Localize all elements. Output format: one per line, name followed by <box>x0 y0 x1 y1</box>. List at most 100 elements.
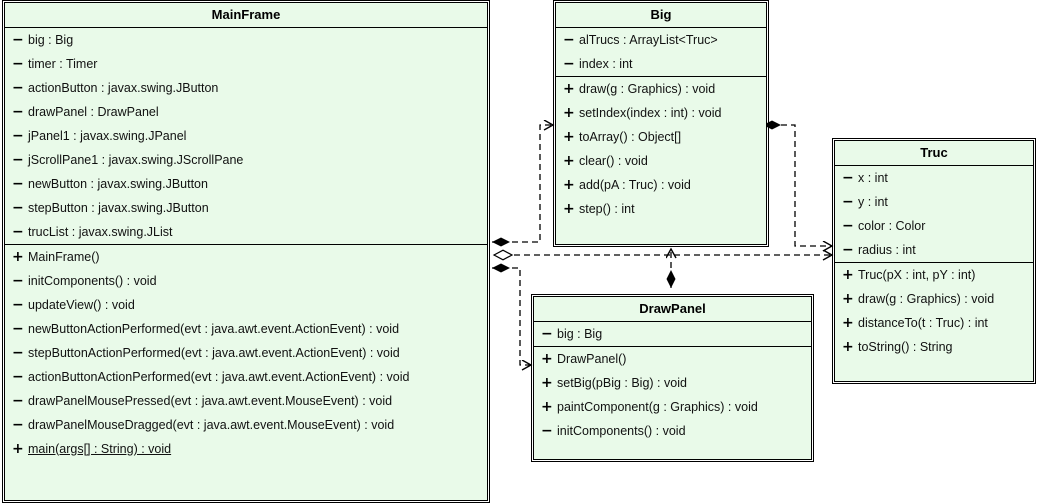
class-member[interactable]: + clear() : void <box>556 149 766 173</box>
class-member[interactable]: +draw(g : Graphics) : void <box>835 287 1033 311</box>
class-member[interactable]: −color : Color <box>835 214 1033 238</box>
class-member-label: updateView() : void <box>28 297 135 312</box>
class-title-drawpanel: DrawPanel <box>534 297 811 322</box>
class-member[interactable]: −big : Big <box>534 322 811 346</box>
attributes-compartment-truc: −x : int−y : int−color : Color−radius : … <box>835 166 1033 263</box>
class-member[interactable]: +toString() : String <box>835 335 1033 359</box>
class-member[interactable]: −jPanel1 : javax.swing.JPanel <box>5 124 487 148</box>
class-member[interactable]: +paintComponent(g : Graphics) : void <box>534 395 811 419</box>
relation-big-truc <box>763 120 832 247</box>
class-member-label: clear() : void <box>579 153 648 168</box>
class-member[interactable]: + step() : int <box>556 197 766 221</box>
class-member-label: step() : int <box>579 201 635 216</box>
class-member[interactable]: +distanceTo(t : Truc) : int <box>835 311 1033 335</box>
class-member-label: distanceTo(t : Truc) : int <box>858 315 988 330</box>
class-member[interactable]: −actionButtonActionPerformed(evt : java.… <box>5 365 487 389</box>
class-member[interactable]: −y : int <box>835 190 1033 214</box>
class-member[interactable]: +toArray() : Object[] <box>556 125 766 149</box>
visibility-public-icon: + <box>12 249 24 265</box>
class-member-label: y : int <box>858 194 888 209</box>
class-title-truc: Truc <box>835 141 1033 166</box>
class-box-truc[interactable]: Truc −x : int−y : int−color : Color−radi… <box>832 138 1036 384</box>
class-member[interactable]: −updateView() : void <box>5 293 487 317</box>
visibility-public-icon: + <box>563 201 575 217</box>
attributes-compartment-mainframe: −big : Big−timer : Timer−actionButton : … <box>5 28 487 245</box>
visibility-private-icon: − <box>12 176 24 192</box>
visibility-private-icon: − <box>12 32 24 48</box>
visibility-public-icon: + <box>563 177 575 193</box>
class-member[interactable]: −big : Big <box>5 28 487 52</box>
class-member[interactable]: +main(args[] : String) : void <box>5 437 487 461</box>
relation-drawpanel-big <box>667 249 676 288</box>
visibility-private-icon: − <box>12 369 24 385</box>
class-member[interactable]: +setIndex(index : int) : void <box>556 101 766 125</box>
attributes-compartment-big: −alTrucs : ArrayList<Truc>−index : int <box>556 28 766 77</box>
visibility-private-icon: − <box>541 423 553 439</box>
visibility-private-icon: − <box>541 326 553 342</box>
class-member-label: MainFrame() <box>28 249 100 264</box>
visibility-private-icon: − <box>12 393 24 409</box>
class-member[interactable]: −stepButtonActionPerformed(evt : java.aw… <box>5 341 487 365</box>
visibility-public-icon: + <box>563 153 575 169</box>
class-member-label: drawPanelMouseDragged(evt : java.awt.eve… <box>28 417 395 432</box>
class-member[interactable]: −drawPanel : DrawPanel <box>5 100 487 124</box>
class-member-label: newButton : javax.swing.JButton <box>28 176 208 191</box>
class-member-label: drawPanelMousePressed(evt : java.awt.eve… <box>28 393 393 408</box>
class-member[interactable]: −alTrucs : ArrayList<Truc> <box>556 28 766 52</box>
class-member-label: paintComponent(g : Graphics) : void <box>557 399 758 414</box>
visibility-private-icon: − <box>842 218 854 234</box>
class-member-label: stepButtonActionPerformed(evt : java.awt… <box>28 345 400 360</box>
class-member-label: main(args[] : String) : void <box>28 441 172 456</box>
relation-mainframe-drawpanel <box>492 263 531 366</box>
methods-compartment-truc: +Truc(pX : int, pY : int)+draw(g : Graph… <box>835 263 1033 359</box>
class-box-drawpanel[interactable]: DrawPanel −big : Big +DrawPanel()+setBig… <box>531 294 814 462</box>
class-box-big[interactable]: Big −alTrucs : ArrayList<Truc>−index : i… <box>553 0 769 247</box>
visibility-private-icon: − <box>12 297 24 313</box>
class-member-label: setIndex(index : int) : void <box>579 105 722 120</box>
class-member[interactable]: +Truc(pX : int, pY : int) <box>835 263 1033 287</box>
visibility-public-icon: + <box>563 81 575 97</box>
class-member[interactable]: −trucList : javax.swing.JList <box>5 220 487 244</box>
class-member[interactable]: +setBig(pBig : Big) : void <box>534 371 811 395</box>
class-member-label: trucList : javax.swing.JList <box>28 224 173 239</box>
visibility-private-icon: − <box>12 273 24 289</box>
class-member[interactable]: −actionButton : javax.swing.JButton <box>5 76 487 100</box>
class-member[interactable]: −radius : int <box>835 238 1033 262</box>
class-member[interactable]: −initComponents() : void <box>534 419 811 443</box>
visibility-private-icon: − <box>12 128 24 144</box>
visibility-private-icon: − <box>563 56 575 72</box>
class-member-label: actionButtonActionPerformed(evt : java.a… <box>28 369 410 384</box>
methods-compartment-drawpanel: +DrawPanel()+setBig(pBig : Big) : void+p… <box>534 347 811 443</box>
class-member-label: big : Big <box>28 32 74 47</box>
class-member[interactable]: + MainFrame() <box>5 245 487 269</box>
class-member[interactable]: −timer : Timer <box>5 52 487 76</box>
class-member[interactable]: +draw(g : Graphics) : void <box>556 77 766 101</box>
class-member-label: jPanel1 : javax.swing.JPanel <box>28 128 187 143</box>
class-member-label: index : int <box>579 56 633 71</box>
class-member-label: stepButton : javax.swing.JButton <box>28 200 209 215</box>
visibility-private-icon: − <box>563 32 575 48</box>
class-title-big: Big <box>556 3 766 28</box>
class-member[interactable]: +DrawPanel() <box>534 347 811 371</box>
class-member[interactable]: +add(pA : Truc) : void <box>556 173 766 197</box>
visibility-public-icon: + <box>842 339 854 355</box>
class-member[interactable]: −index : int <box>556 52 766 76</box>
class-member-label: radius : int <box>858 242 916 257</box>
class-member-label: toArray() : Object[] <box>579 129 682 144</box>
class-member[interactable]: −initComponents() : void <box>5 269 487 293</box>
class-member-label: draw(g : Graphics) : void <box>858 291 995 306</box>
relation-mainframe-truc <box>492 249 832 260</box>
class-box-mainframe[interactable]: MainFrame −big : Big−timer : Timer−actio… <box>2 0 490 503</box>
class-member-label: setBig(pBig : Big) : void <box>557 375 687 390</box>
class-member[interactable]: −newButton : javax.swing.JButton <box>5 172 487 196</box>
class-member-label: actionButton : javax.swing.JButton <box>28 80 219 95</box>
class-member[interactable]: −stepButton : javax.swing.JButton <box>5 196 487 220</box>
class-title-mainframe: MainFrame <box>5 3 487 28</box>
class-member[interactable]: −newButtonActionPerformed(evt : java.awt… <box>5 317 487 341</box>
class-member[interactable]: −drawPanelMousePressed(evt : java.awt.ev… <box>5 389 487 413</box>
class-member[interactable]: −jScrollPane1 : javax.swing.JScrollPane <box>5 148 487 172</box>
class-member-label: jScrollPane1 : javax.swing.JScrollPane <box>28 152 244 167</box>
class-member[interactable]: −x : int <box>835 166 1033 190</box>
class-member-label: drawPanel : DrawPanel <box>28 104 159 119</box>
class-member[interactable]: −drawPanelMouseDragged(evt : java.awt.ev… <box>5 413 487 437</box>
